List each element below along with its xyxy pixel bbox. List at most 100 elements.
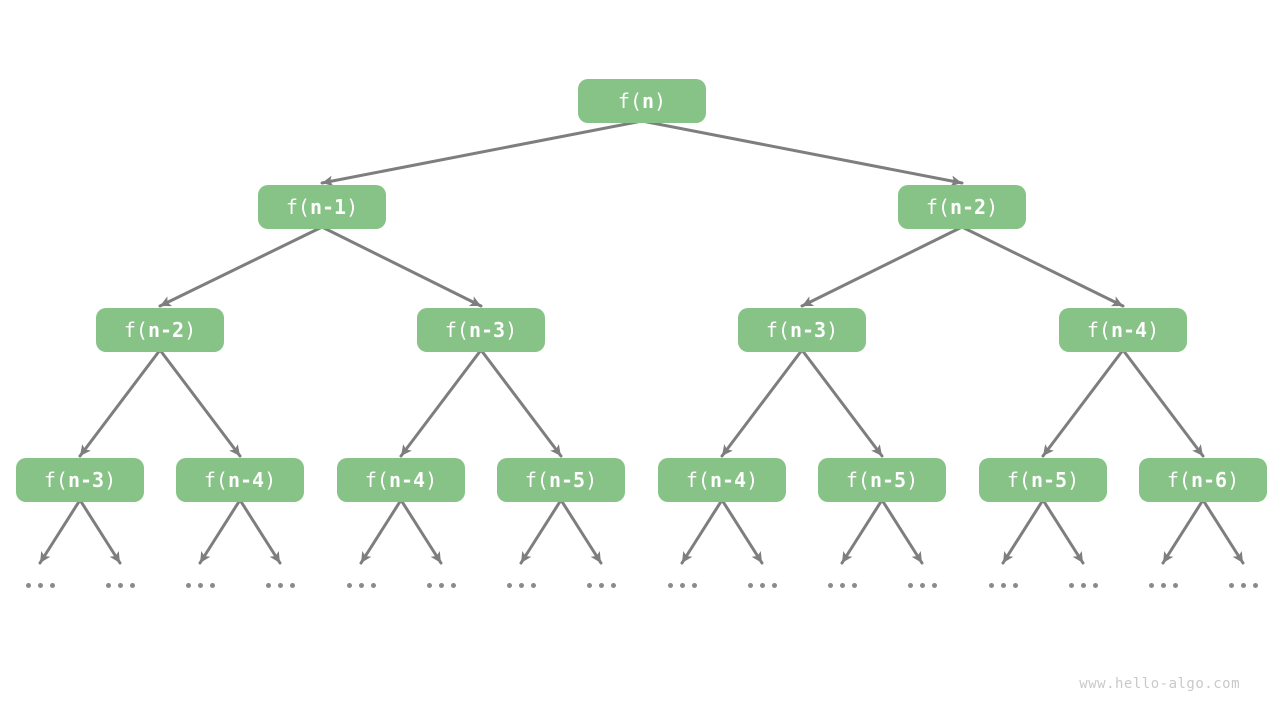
dot — [346, 582, 352, 588]
tree-node: f(n-3) — [738, 308, 866, 352]
ellipsis-dots — [827, 582, 857, 588]
dot — [265, 582, 271, 588]
dot — [1252, 582, 1258, 588]
dot — [450, 582, 456, 588]
dot — [506, 582, 512, 588]
dot — [209, 582, 215, 588]
node-label-bold: n-3 — [468, 318, 506, 342]
edge-arrow — [399, 348, 483, 458]
node-label-post: ) — [746, 468, 759, 492]
dot — [37, 582, 43, 588]
tree-node: f(n-1) — [258, 185, 386, 229]
edge-arrow — [800, 225, 964, 308]
dot — [105, 582, 111, 588]
dot — [610, 582, 616, 588]
tree-node: f(n-5) — [818, 458, 946, 502]
node-label-post: ) — [264, 468, 277, 492]
node-label-post: ) — [184, 318, 197, 342]
edge-arrow — [198, 498, 242, 565]
dot — [931, 582, 937, 588]
dot — [129, 582, 135, 588]
ellipsis-dots — [667, 582, 697, 588]
dot — [426, 582, 432, 588]
dot — [691, 582, 697, 588]
tree-node: f(n-2) — [96, 308, 224, 352]
dot — [907, 582, 913, 588]
ellipsis-dots — [25, 582, 55, 588]
edge-arrow — [399, 498, 443, 565]
edge-arrow — [320, 119, 644, 187]
ellipsis-dots — [185, 582, 215, 588]
edge-arrow — [559, 498, 603, 565]
dot — [747, 582, 753, 588]
node-label-post: ) — [986, 195, 999, 219]
node-label-pre: f( — [845, 468, 870, 492]
tree-node: f(n-4) — [337, 458, 465, 502]
edge-arrow — [1201, 498, 1245, 565]
node-label-pre: f( — [765, 318, 790, 342]
edge-arrow — [1041, 498, 1085, 565]
dot — [1068, 582, 1074, 588]
tree-node: f(n-4) — [176, 458, 304, 502]
edge-arrow — [680, 498, 724, 565]
node-label-pre: f( — [444, 318, 469, 342]
node-label-post: ) — [104, 468, 117, 492]
node-label-bold: n-4 — [227, 468, 265, 492]
dot — [197, 582, 203, 588]
node-label-post: ) — [1147, 318, 1160, 342]
dot — [919, 582, 925, 588]
edge-arrow — [720, 498, 764, 565]
ellipsis-dots — [1068, 582, 1098, 588]
dot — [277, 582, 283, 588]
node-label-post: ) — [1227, 468, 1240, 492]
dot — [1160, 582, 1166, 588]
dot — [679, 582, 685, 588]
dot — [667, 582, 673, 588]
dot — [1240, 582, 1246, 588]
node-label-post: ) — [585, 468, 598, 492]
tree-node: f(n-2) — [898, 185, 1026, 229]
edge-arrow — [960, 225, 1125, 308]
node-label-bold: n-5 — [1030, 468, 1068, 492]
node-label-bold: n-6 — [1190, 468, 1228, 492]
node-label-bold: n-3 — [67, 468, 105, 492]
node-label-bold: n-4 — [1110, 318, 1148, 342]
dot — [1092, 582, 1098, 588]
edge-arrow — [158, 348, 242, 458]
node-label-post: ) — [346, 195, 359, 219]
dot — [1228, 582, 1234, 588]
node-label-bold: n-3 — [789, 318, 827, 342]
node-label-post: ) — [826, 318, 839, 342]
dot — [438, 582, 444, 588]
node-label-pre: f( — [685, 468, 710, 492]
ellipsis-dots — [988, 582, 1018, 588]
edge-arrow — [238, 498, 282, 565]
ellipsis-dots — [506, 582, 536, 588]
edge-arrow — [519, 498, 563, 565]
dot — [988, 582, 994, 588]
edge-arrow — [78, 348, 162, 458]
node-label-post: ) — [425, 468, 438, 492]
edge-arrow — [800, 348, 884, 458]
tree-node: f(n-4) — [658, 458, 786, 502]
dot — [518, 582, 524, 588]
dot — [586, 582, 592, 588]
dot — [117, 582, 123, 588]
tree-node: f(n-4) — [1059, 308, 1187, 352]
edge-arrow — [1121, 348, 1205, 458]
ellipsis-dots — [1228, 582, 1258, 588]
node-label-pre: f( — [1006, 468, 1031, 492]
dot — [771, 582, 777, 588]
ellipsis-dots — [426, 582, 456, 588]
edge-arrow — [78, 498, 122, 565]
dot — [530, 582, 536, 588]
dot — [1012, 582, 1018, 588]
node-label-bold: n-4 — [388, 468, 426, 492]
node-label-bold: n-5 — [548, 468, 586, 492]
dot — [598, 582, 604, 588]
node-label-bold: n — [642, 89, 655, 113]
node-label-pre: f( — [364, 468, 389, 492]
edge-arrow — [880, 498, 924, 565]
ellipsis-dots — [105, 582, 135, 588]
